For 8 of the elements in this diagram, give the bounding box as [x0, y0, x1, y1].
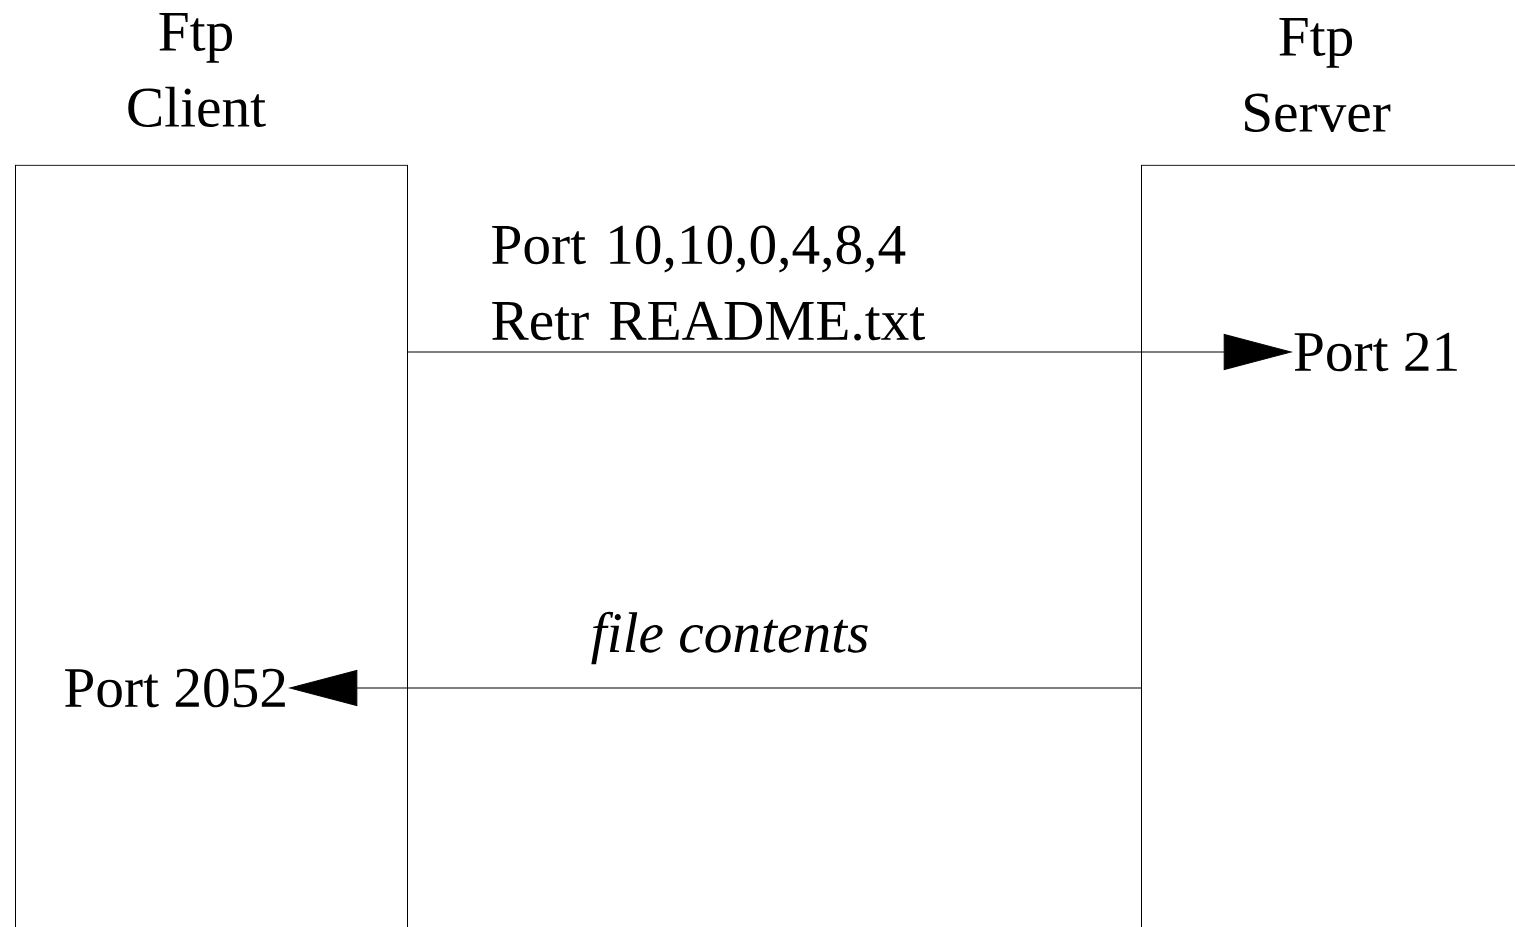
arrow	[289, 670, 1142, 706]
port-label: Port 2052	[65, 668, 285, 708]
node-label: Ftp Client	[128, 12, 266, 128]
node-label: Ftp Server	[1245, 17, 1391, 133]
edge-label: Port 10,10,0,4,8,4 Retr README.txt	[492, 225, 925, 341]
edge-label: file contents	[591, 611, 868, 665]
port-label: Port 21	[1294, 332, 1457, 372]
arrow	[407, 334, 1292, 370]
